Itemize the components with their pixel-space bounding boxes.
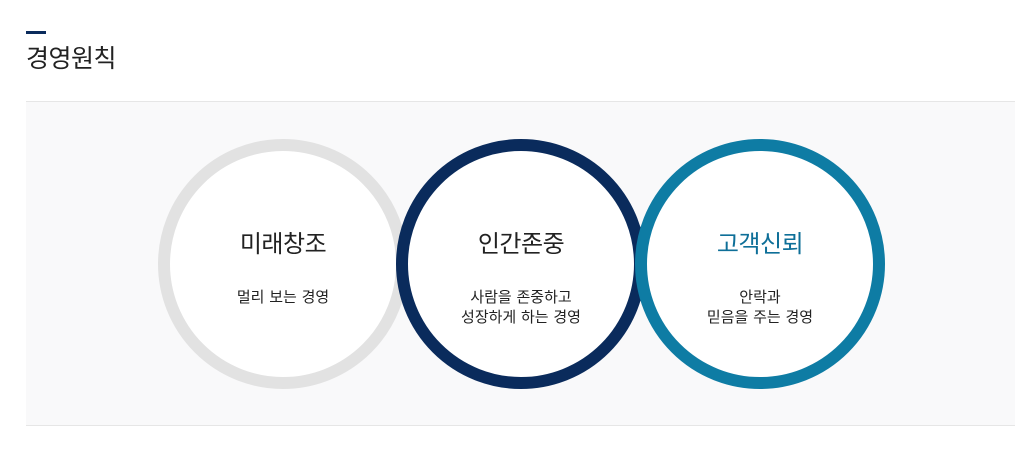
principle-description-line: 사람을 존중하고	[470, 288, 572, 306]
principle-circle-people: 인간존중 사람을 존중하고 성장하게 하는 경영	[396, 139, 646, 389]
principle-circle-future: 미래창조 멀리 보는 경영	[158, 139, 408, 389]
principle-description-line: 성장하게 하는 경영	[461, 308, 581, 326]
title-accent-bar	[26, 31, 46, 34]
principle-title: 미래창조	[239, 230, 327, 258]
principle-description: 멀리 보는 경영	[170, 287, 396, 307]
principles-panel: 미래창조 멀리 보는 경영 인간존중 사람을 존중하고 성장하게 하는 경영 고…	[26, 101, 1015, 426]
principle-description: 안락과 믿음을 주는 경영	[647, 287, 873, 327]
page-title: 경영원칙	[26, 44, 117, 73]
principle-circle-customer: 고객신뢰 안락과 믿음을 주는 경영	[635, 139, 885, 389]
principle-description: 사람을 존중하고 성장하게 하는 경영	[408, 287, 634, 327]
principle-description-line: 안락과	[739, 288, 781, 306]
principle-description-line: 멀리 보는 경영	[236, 288, 330, 306]
principle-description-line: 믿음을 주는 경영	[706, 308, 814, 326]
principle-title: 인간존중	[477, 230, 565, 258]
principle-title: 고객신뢰	[716, 230, 804, 258]
